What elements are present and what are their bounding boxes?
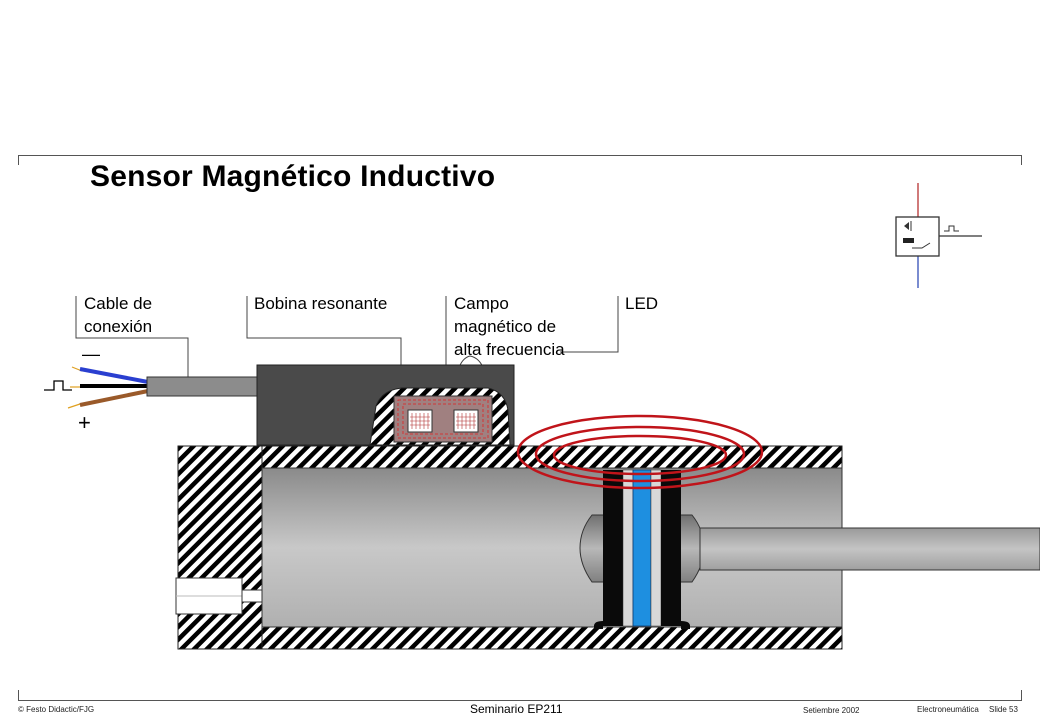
piston-rod <box>699 527 1040 571</box>
footer-course: Electroneumática <box>917 705 979 714</box>
magnetic-field-rings <box>516 414 764 490</box>
frame-top-line <box>18 155 1022 156</box>
label-coil: Bobina resonante <box>254 294 388 313</box>
frame-top-left-tick <box>18 155 19 165</box>
cylinder-end-cap <box>177 445 263 650</box>
piston-plate-right <box>661 470 681 626</box>
permanent-magnet <box>632 469 652 627</box>
label-field: Campo magnético de alta frecuencia <box>454 292 565 361</box>
plus-sign: + <box>78 410 91 435</box>
connection-wires <box>44 366 149 409</box>
footer-copyright: © Festo Didactic/FJG <box>18 705 95 714</box>
sensor-symbol <box>895 183 982 288</box>
label-cable-line1: Cable de <box>84 294 153 313</box>
piston-plate-left <box>603 470 623 626</box>
minus-sign: — <box>82 344 100 364</box>
footer-slide: Slide 53 <box>989 705 1018 714</box>
footer-seminar: Seminario EP211 <box>470 702 563 716</box>
label-field-line1: Campo <box>454 294 509 313</box>
label-cable-line2: conexión <box>84 317 153 336</box>
piston-seal-left <box>579 514 605 583</box>
connection-cable <box>146 376 260 397</box>
label-field-line3: alta frecuencia <box>454 340 565 359</box>
frame-bottom-right-tick <box>1021 690 1022 700</box>
label-field-line2: magnético de <box>454 317 557 336</box>
coil-field-lines <box>397 399 489 439</box>
cylinder-wall-bottom <box>261 626 843 650</box>
coil-windings <box>410 413 476 429</box>
page-title: Sensor Magnético Inductivo <box>90 160 496 193</box>
footer-date: Setiembre 2002 <box>803 706 860 715</box>
label-cable: Cable de conexión <box>84 292 152 338</box>
frame-bottom-line <box>18 700 1022 701</box>
frame-top-right-tick <box>1021 155 1022 165</box>
frame-bottom-left-tick <box>18 690 19 700</box>
label-led: LED <box>625 294 659 313</box>
